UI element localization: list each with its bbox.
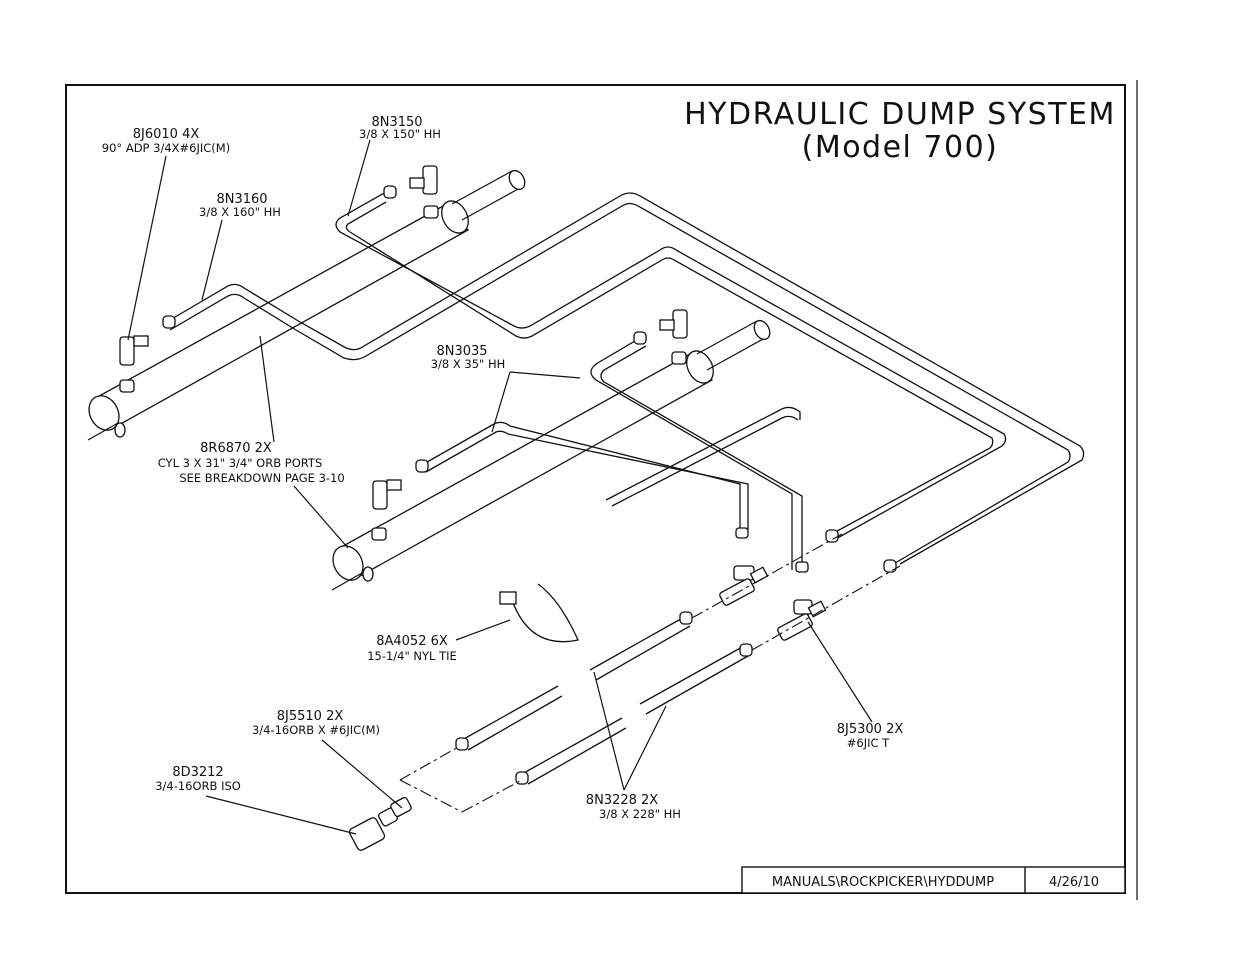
svg-text:8R6870 2X: 8R6870 2X bbox=[200, 441, 272, 456]
callout-8A4052: 8A4052 6X 15-1/4" NYL TIE bbox=[367, 619, 511, 663]
svg-text:3/4-16ORB X #6JIC(M): 3/4-16ORB X #6JIC(M) bbox=[252, 723, 380, 737]
diagram-title-line1: HYDRAULIC DUMP SYSTEM bbox=[684, 97, 1116, 132]
callout-8N3160: 8N3160 3/8 X 160" HH bbox=[199, 192, 281, 301]
drawing-border bbox=[65, 84, 1126, 894]
title-block-path: MANUALS\ROCKPICKER\HYDDUMP bbox=[772, 875, 994, 890]
callout-8R6870: 8R6870 2X CYL 3 X 31" 3/4" ORB PORTS SEE… bbox=[158, 335, 349, 549]
svg-text:8N3035: 8N3035 bbox=[436, 344, 487, 359]
svg-text:8J5300 2X: 8J5300 2X bbox=[837, 722, 904, 737]
hose-fittings bbox=[162, 185, 897, 573]
svg-text:15-1/4" NYL TIE: 15-1/4" NYL TIE bbox=[367, 649, 457, 663]
nylon-tie-icon bbox=[499, 583, 579, 643]
svg-text:8N3150: 8N3150 bbox=[371, 115, 422, 130]
svg-text:8J6010 4X: 8J6010 4X bbox=[133, 127, 200, 142]
svg-text:SEE BREAKDOWN PAGE 3-10: SEE BREAKDOWN PAGE 3-10 bbox=[179, 471, 344, 485]
callout-8N3035: 8N3035 3/8 X 35" HH bbox=[431, 344, 581, 433]
svg-text:3/8 X 228" HH: 3/8 X 228" HH bbox=[599, 807, 681, 821]
svg-text:8A4052 6X: 8A4052 6X bbox=[376, 634, 448, 649]
svg-text:CYL 3 X 31" 3/4" ORB PORTS: CYL 3 X 31" 3/4" ORB PORTS bbox=[158, 456, 323, 470]
elbow-adapter-icon bbox=[119, 165, 688, 510]
hose-8N3160 bbox=[169, 192, 1085, 567]
callout-8J6010: 8J6010 4X 90° ADP 3/4X#6JIC(M) bbox=[102, 127, 230, 341]
dashed-routing bbox=[399, 533, 901, 813]
callout-8N3228: 8N3228 2X 3/8 X 228" HH bbox=[586, 671, 681, 821]
svg-text:3/8 X 160" HH: 3/8 X 160" HH bbox=[199, 205, 281, 219]
svg-text:8N3160: 8N3160 bbox=[216, 192, 267, 207]
upper-cylinder bbox=[87, 169, 526, 441]
svg-text:3/4-16ORB ISO: 3/4-16ORB ISO bbox=[155, 779, 241, 793]
svg-text:8N3228 2X: 8N3228 2X bbox=[586, 793, 658, 808]
svg-text:3/8 X 35" HH: 3/8 X 35" HH bbox=[431, 357, 506, 371]
title-block-date: 4/26/10 bbox=[1049, 875, 1099, 890]
tee-fitting-icon bbox=[719, 565, 827, 641]
callout-8J5510: 8J5510 2X 3/4-16ORB X #6JIC(M) bbox=[252, 709, 403, 809]
hose-8N3150 bbox=[335, 191, 1007, 541]
svg-text:8D3212: 8D3212 bbox=[172, 765, 223, 780]
title-block: MANUALS\ROCKPICKER\HYDDUMP 4/26/10 bbox=[741, 866, 1126, 894]
orb-fitting-icon bbox=[348, 797, 412, 851]
svg-text:3/8 X 150" HH: 3/8 X 150" HH bbox=[359, 127, 441, 141]
svg-text:8J5510 2X: 8J5510 2X bbox=[277, 709, 344, 724]
svg-text:#6JIC T: #6JIC T bbox=[847, 736, 890, 750]
callout-8N3150: 8N3150 3/8 X 150" HH bbox=[347, 115, 441, 217]
lower-cylinder bbox=[331, 319, 771, 591]
callout-8J5300: 8J5300 2X #6JIC T bbox=[807, 621, 904, 750]
callout-8D3212: 8D3212 3/4-16ORB ISO bbox=[155, 765, 357, 835]
svg-text:90° ADP 3/4X#6JIC(M): 90° ADP 3/4X#6JIC(M) bbox=[102, 141, 230, 155]
diagram-title-line2: (Model 700) bbox=[802, 130, 999, 165]
hose-8N3228 bbox=[455, 611, 753, 785]
